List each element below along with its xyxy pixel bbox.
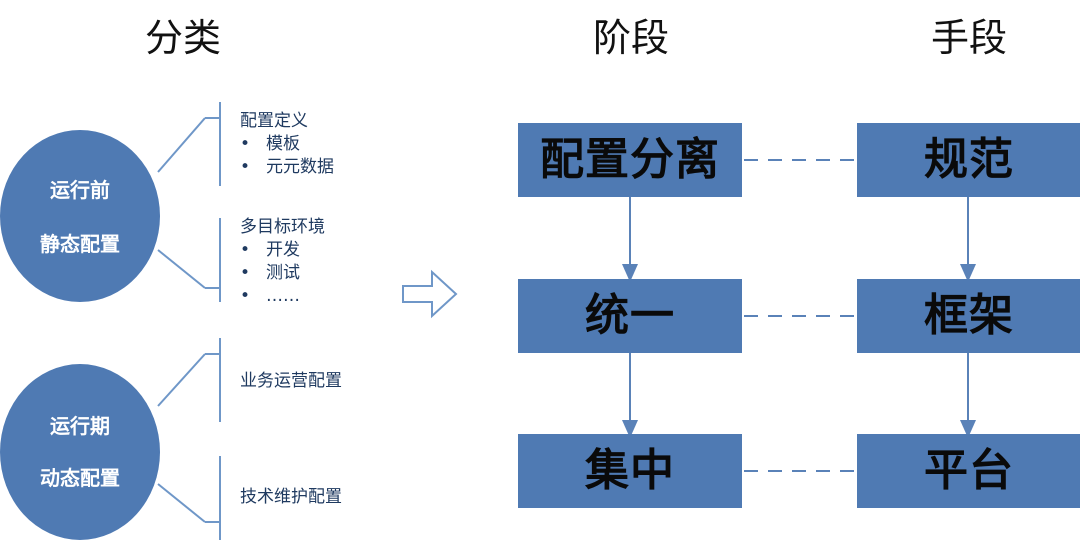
group-multi-env: 多目标环境 开发 测试 ……: [240, 216, 325, 308]
stage-box-separation: 配置分离: [518, 123, 742, 197]
group-title: 配置定义: [240, 111, 308, 131]
bracket-static-config: [157, 102, 221, 302]
means-box-platform: 平台: [857, 434, 1080, 508]
group-business-ops: 业务运营配置: [240, 370, 342, 393]
list-item: 元元数据: [240, 156, 334, 179]
stage-box-unify: 统一: [518, 279, 742, 353]
stage-box-centralize: 集中: [518, 434, 742, 508]
group-tech-maintenance: 技术维护配置: [240, 486, 342, 509]
heading-category: 分类: [144, 16, 221, 60]
dynamic-config-line2: 动态配置: [40, 466, 120, 490]
heading-means: 手段: [930, 16, 1007, 60]
means-box-standard: 规范: [857, 123, 1080, 197]
group-title: 业务运营配置: [240, 371, 342, 391]
static-config-circle: 运行前 静态配置: [0, 130, 160, 302]
list-item: 测试: [240, 262, 325, 285]
transition-arrow-icon: [402, 269, 458, 319]
list-item: 开发: [240, 239, 325, 262]
means-box-framework: 框架: [857, 279, 1080, 353]
group-config-definition: 配置定义 模板 元元数据: [240, 110, 334, 179]
list-item: ……: [240, 285, 325, 308]
group-title: 技术维护配置: [240, 487, 342, 507]
static-config-line2: 静态配置: [40, 232, 120, 256]
group-title: 多目标环境: [240, 217, 325, 237]
heading-stage: 阶段: [592, 16, 669, 60]
dynamic-config-line1: 运行期: [50, 414, 110, 438]
bracket-dynamic-config: [157, 338, 221, 540]
dynamic-config-circle: 运行期 动态配置: [0, 364, 160, 540]
static-config-line1: 运行前: [50, 178, 110, 202]
list-item: 模板: [240, 133, 334, 156]
